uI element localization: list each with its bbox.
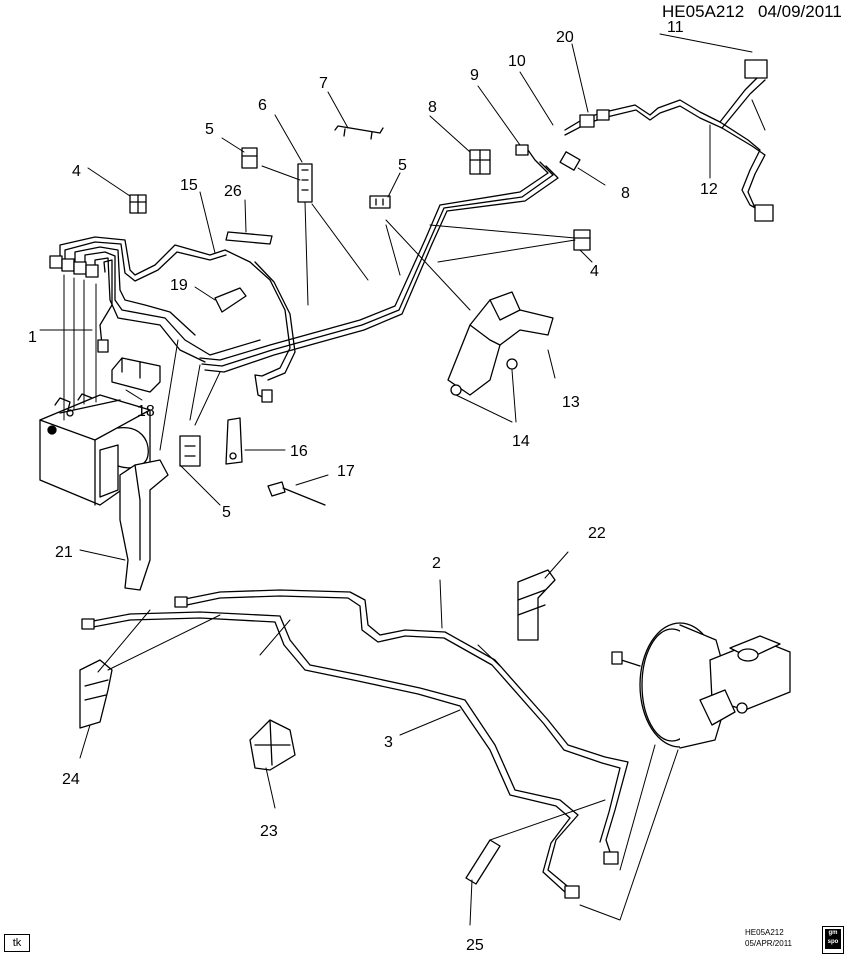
- footer-diagram-code: HE05A212: [745, 928, 784, 937]
- callout-18: 18: [137, 403, 155, 420]
- tag-box: tk: [4, 934, 30, 952]
- clip-5-mid[interactable]: [369, 195, 391, 209]
- bracket-13[interactable]: [447, 291, 554, 396]
- diagram-code: HE05A212: [662, 2, 745, 21]
- callout-14: 14: [512, 433, 530, 450]
- bracket-21[interactable]: [119, 459, 169, 591]
- callout-19: 19: [170, 277, 188, 294]
- callout-4-upper: 4: [72, 163, 81, 180]
- callout-7: 7: [319, 75, 328, 92]
- diagram-date: 04/09/2011: [758, 2, 842, 21]
- callout-11: 11: [667, 19, 684, 36]
- sleeve-25[interactable]: [465, 839, 501, 885]
- clip-4-right[interactable]: [573, 229, 591, 251]
- clip-5-left[interactable]: [241, 147, 258, 169]
- callout-9: 9: [470, 67, 479, 84]
- clip-7[interactable]: [334, 125, 384, 140]
- callout-25: 25: [466, 937, 484, 954]
- clip-18[interactable]: [111, 357, 161, 393]
- callout-12: 12: [700, 181, 718, 198]
- callout-24: 24: [62, 771, 80, 788]
- callout-6: 6: [258, 97, 267, 114]
- callout-5-lower: 5: [222, 504, 231, 521]
- callout-10: 10: [508, 53, 526, 70]
- leader-lines: [39, 33, 766, 926]
- clip-4-upper[interactable]: [129, 194, 147, 214]
- callout-3: 3: [384, 734, 393, 751]
- retainer-6[interactable]: [297, 163, 313, 203]
- callout-16: 16: [290, 443, 308, 460]
- bracket-22[interactable]: [517, 569, 556, 641]
- callout-17: 17: [337, 463, 355, 480]
- footer-date: 05/APR/2011: [745, 939, 792, 948]
- spo-logo-text: spo: [827, 939, 839, 945]
- sleeve-26[interactable]: [225, 231, 273, 245]
- clip-16[interactable]: [225, 417, 243, 465]
- callout-2: 2: [432, 555, 441, 572]
- brake-pipe-rear-right[interactable]: [559, 59, 774, 222]
- clip-5-lower[interactable]: [179, 435, 201, 467]
- gm-spo-logo: gm spo: [822, 926, 844, 954]
- callout-4-right: 4: [590, 263, 599, 280]
- brake-pipe-3[interactable]: [81, 596, 579, 894]
- callout-15: 15: [180, 177, 198, 194]
- callout-5-upper: 5: [205, 121, 214, 138]
- callout-21: 21: [55, 544, 73, 561]
- callout-5-mid: 5: [398, 157, 407, 174]
- brake-pipe-2[interactable]: [179, 589, 629, 859]
- rivet-17[interactable]: [267, 481, 326, 506]
- callout-8-upper: 8: [428, 99, 437, 116]
- callout-26: 26: [224, 183, 242, 200]
- clip-8-upper[interactable]: [469, 149, 491, 175]
- callout-22: 22: [588, 525, 606, 542]
- brake-booster-master-cylinder[interactable]: [564, 622, 791, 899]
- clip-19[interactable]: [214, 287, 247, 313]
- callout-labels: 1 2 3 4 4 5 5 5 6 7 8 8 9 10 11 12 13 14…: [28, 19, 718, 954]
- callout-13: 13: [562, 394, 580, 411]
- gm-logo-text: gm: [828, 930, 838, 936]
- bracket-24[interactable]: [79, 659, 113, 729]
- callout-20: 20: [556, 29, 574, 46]
- callout-8-lower: 8: [621, 185, 630, 202]
- callout-23: 23: [260, 823, 278, 840]
- bracket-23[interactable]: [249, 719, 296, 771]
- callout-1: 1: [28, 329, 37, 346]
